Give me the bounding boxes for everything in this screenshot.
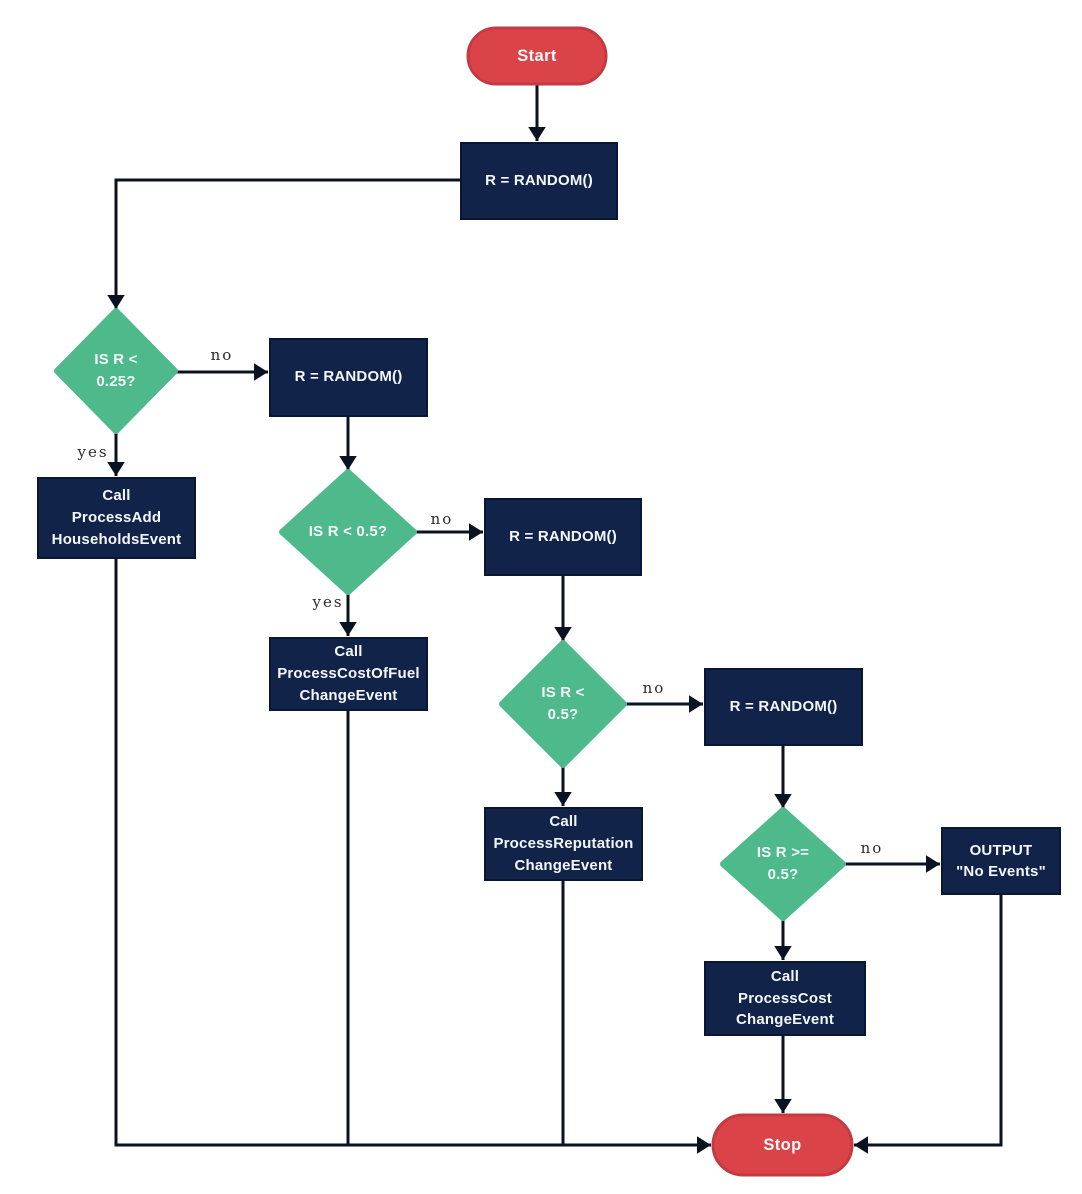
- decision2-shape: [279, 469, 417, 595]
- random2-shape: [269, 338, 428, 417]
- call-cost-of-fuel-shape: [269, 637, 428, 711]
- decision1-shape: [54, 308, 178, 434]
- output-no-events-shape: [941, 827, 1061, 895]
- random4-shape: [704, 668, 863, 746]
- stop-node-shape: [711, 1113, 854, 1177]
- decision3-shape: [499, 640, 627, 768]
- edge-random1-decision1: [107, 178, 461, 309]
- random3-shape: [484, 498, 642, 576]
- random1-shape: [460, 142, 618, 220]
- call-cost-shape: [704, 961, 866, 1036]
- call-reputation-shape: [484, 807, 643, 881]
- call-add-households-shape: [37, 477, 196, 559]
- start-node-shape: [466, 26, 608, 86]
- edge-output-stop: [854, 894, 1003, 1154]
- decision4-shape: [720, 807, 846, 921]
- edge-households-stop: [114, 558, 711, 1154]
